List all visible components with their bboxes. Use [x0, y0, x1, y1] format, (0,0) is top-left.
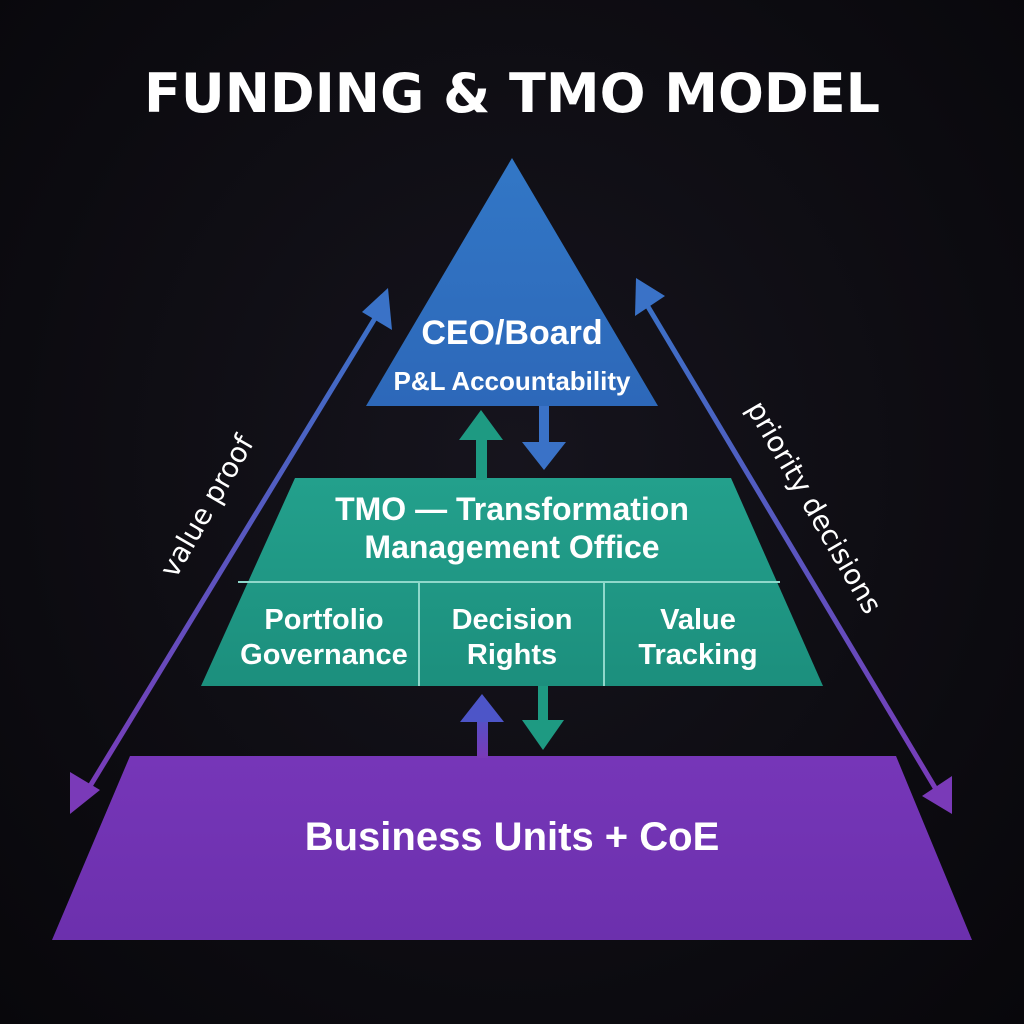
up-arrow-shaft	[476, 432, 487, 480]
arrow-down-icon	[522, 442, 566, 470]
down-arrow-shaft	[539, 404, 549, 448]
cell-value-tracking-line2: Tracking	[638, 639, 757, 671]
arrowhead-up-icon	[362, 288, 392, 330]
cell-decision-rights-line2: Rights	[467, 639, 557, 671]
value-proof-label: value proof	[153, 429, 261, 583]
arrow-up-icon	[460, 694, 504, 722]
middle-top-arrows	[459, 404, 566, 480]
middle-tier-tmo	[201, 478, 823, 686]
page-title: FUNDING & TMO MODEL	[144, 62, 880, 125]
priority-decisions-arrow	[635, 278, 952, 814]
cell-decision-rights-line1: Decision	[452, 604, 573, 636]
arrowhead-down-icon	[922, 776, 952, 814]
value-proof-arrow	[70, 288, 392, 814]
ceo-board-subtitle: P&L Accountability	[394, 366, 631, 396]
tmo-title-line2: Management Office	[364, 529, 659, 565]
bottom-tier-business-units	[52, 756, 972, 940]
business-units-title: Business Units + CoE	[305, 815, 720, 859]
cell-value-tracking-line1: Value	[660, 604, 736, 636]
arrow-down-icon	[522, 720, 564, 750]
arrowhead-up-icon	[635, 278, 665, 316]
up-arrow-shaft	[477, 712, 488, 758]
cell-portfolio-governance-line1: Portfolio	[264, 604, 383, 636]
cell-portfolio-governance-line2: Governance	[240, 639, 408, 671]
top-tier-ceo-board	[366, 158, 658, 406]
tmo-title-line1: TMO — Transformation	[335, 491, 689, 527]
down-arrow-shaft	[538, 686, 548, 724]
arrow-up-icon	[459, 410, 503, 440]
bottom-middle-arrows	[460, 686, 564, 758]
ceo-board-title: CEO/Board	[421, 314, 602, 352]
arrowhead-down-icon	[70, 772, 100, 814]
